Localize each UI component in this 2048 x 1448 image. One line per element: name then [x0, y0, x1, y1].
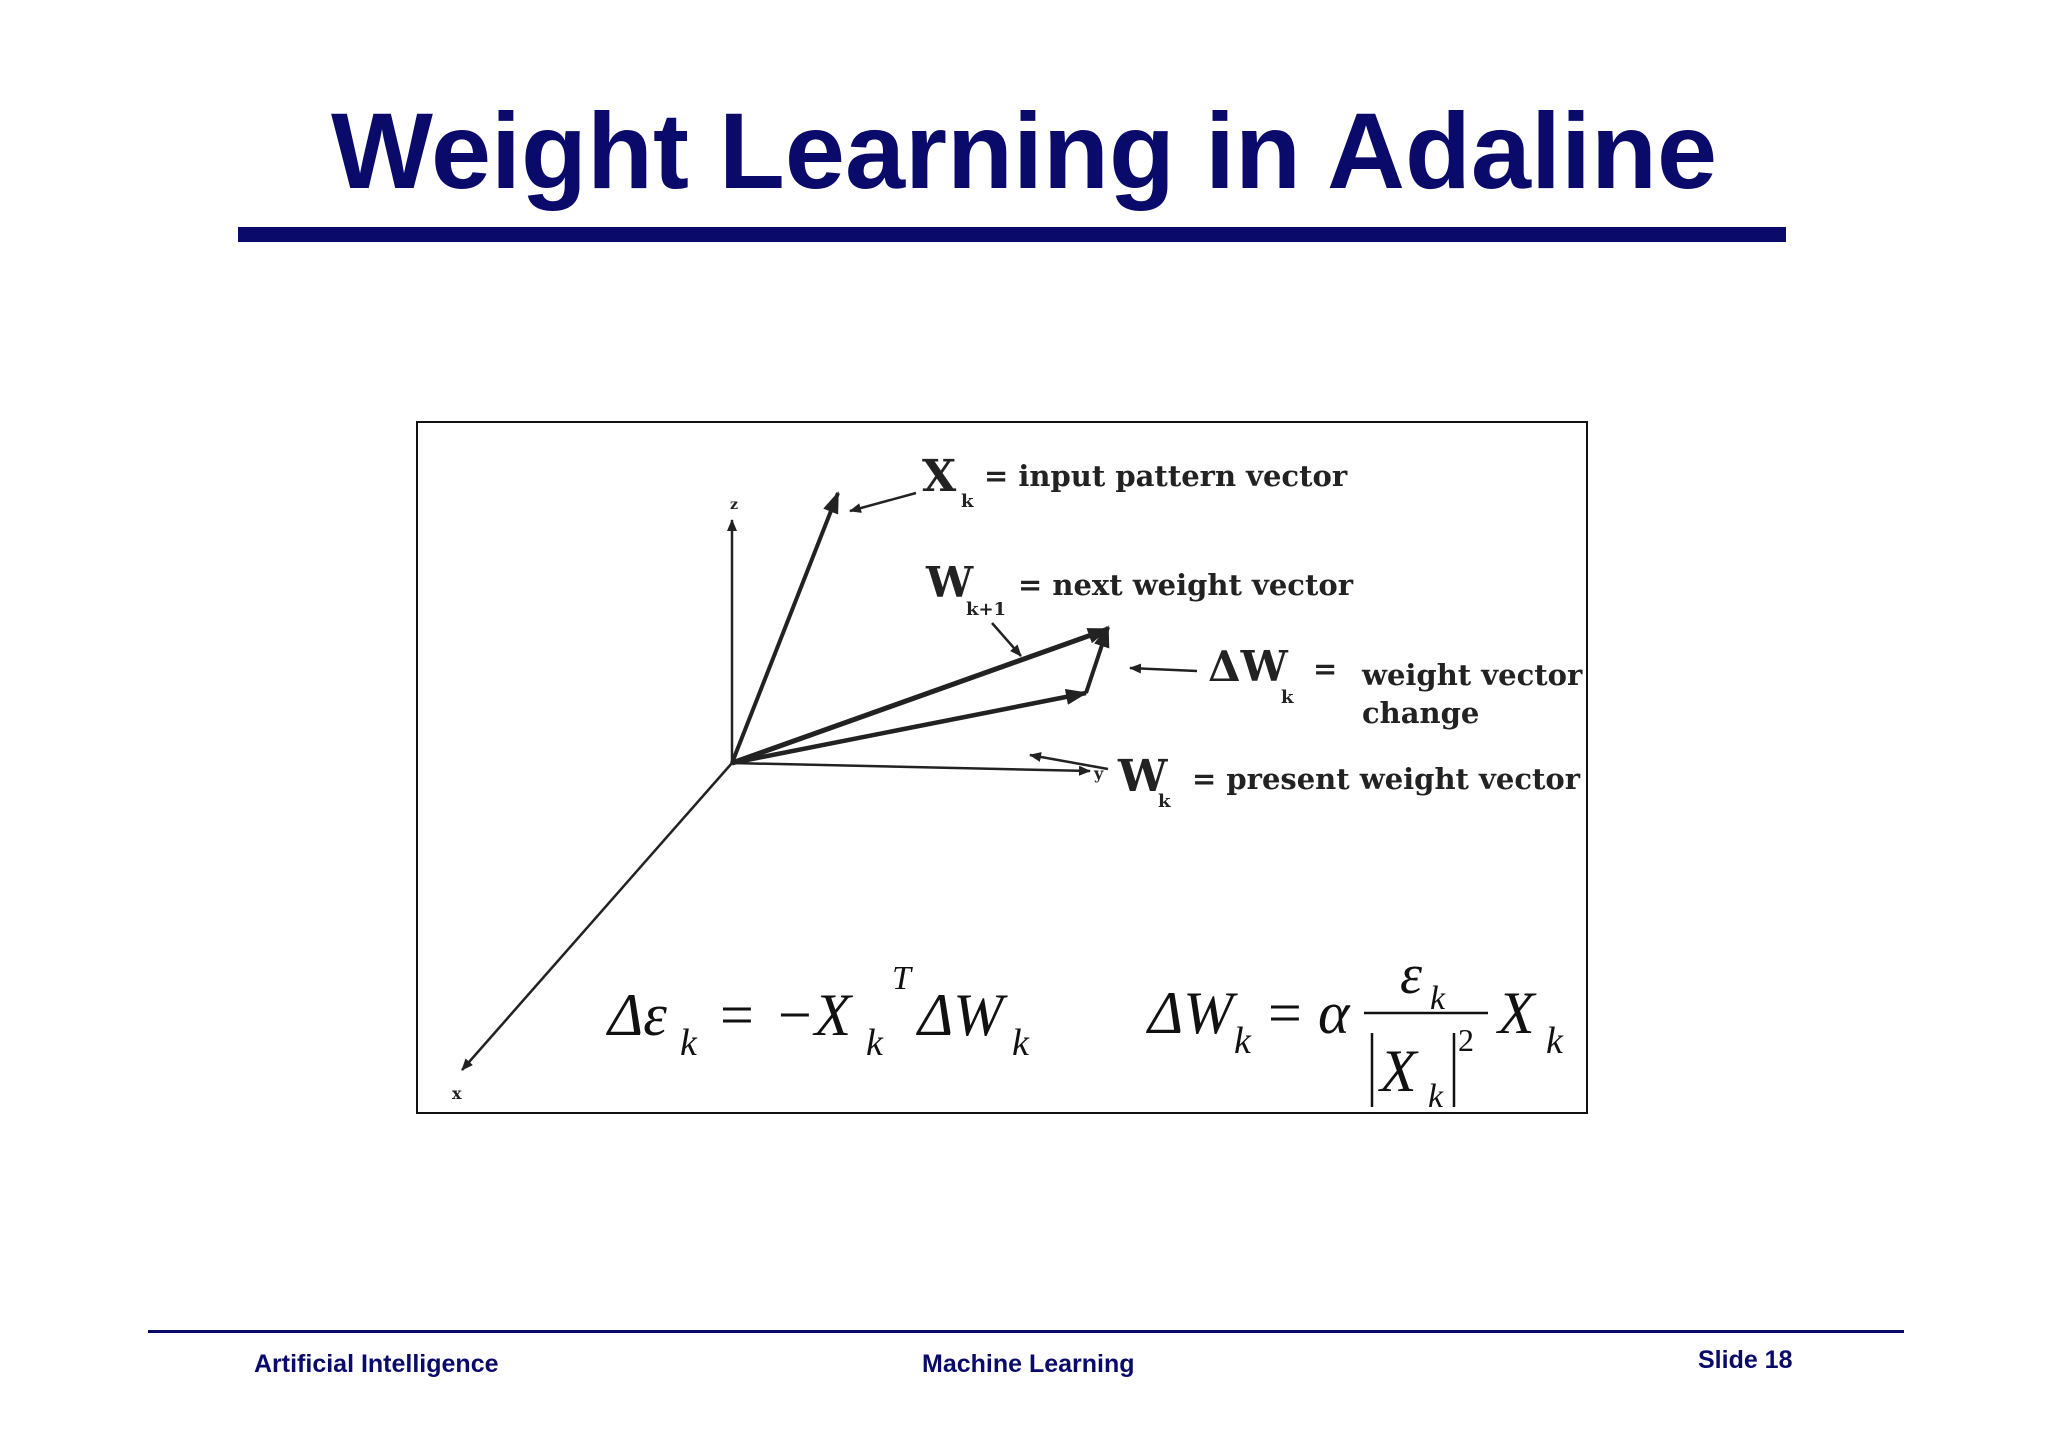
dwk-symbol: ΔW	[1208, 642, 1289, 691]
x-axis	[461, 762, 733, 1071]
eq1-delta-w: ΔW	[916, 982, 1008, 1048]
eq2-x-subscript: k	[1546, 1020, 1564, 1062]
eq1-equals: =	[720, 982, 754, 1048]
eq2-equals: =	[1268, 980, 1302, 1046]
eq1-x-subscript: k	[866, 1022, 884, 1064]
eq2-denominator-subscript: k	[1428, 1078, 1444, 1115]
input-pattern-vector	[730, 491, 840, 764]
eq2-denominator: X	[1378, 1038, 1419, 1104]
eq2-lhs: ΔW	[1146, 980, 1238, 1046]
xk-description: = input pattern vector	[984, 459, 1348, 493]
eq2-lhs-subscript: k	[1234, 1020, 1252, 1062]
dwk-description-line2: change	[1362, 696, 1479, 730]
dwk-equals: =	[1313, 652, 1337, 686]
present-weight-vector	[731, 689, 1088, 766]
eq1-w-subscript: k	[1012, 1022, 1030, 1064]
slide-title: Weight Learning in Adaline	[330, 90, 1718, 211]
eq2-numerator-subscript: k	[1430, 980, 1446, 1017]
wk-symbol: W	[1117, 751, 1168, 802]
eq1-lhs: Δε	[606, 982, 667, 1048]
wk1-symbol: W	[925, 558, 974, 607]
dwk-pointer-arrow	[1129, 663, 1198, 674]
weight-update-equation: ΔW k = α ε k X k 2 X k	[1146, 944, 1564, 1115]
xk-symbol: X	[922, 451, 957, 502]
footer-topic: Machine Learning	[922, 1350, 1135, 1378]
eq2-numerator: ε	[1400, 944, 1423, 1006]
title-underline	[238, 227, 1786, 242]
wk1-pointer-arrow	[991, 622, 1022, 657]
eq1-lhs-subscript: k	[680, 1022, 698, 1064]
diagram-canvas: z y x X k = input pattern vector W k+1 =…	[452, 451, 1583, 1115]
error-change-equation: Δε k = −X k T ΔW k	[606, 960, 1030, 1064]
eq1-x-transpose: T	[892, 960, 913, 997]
y-axis-label: y	[1093, 764, 1104, 783]
eq2-denominator-square: 2	[1458, 1022, 1474, 1058]
dwk-description-line1: weight vector	[1361, 658, 1583, 692]
xk-pointer-arrow	[849, 491, 917, 513]
wk1-subscript: k+1	[966, 599, 1006, 620]
footer-divider	[148, 1330, 1904, 1333]
x-axis-label: x	[452, 1084, 462, 1103]
next-weight-vector	[731, 626, 1110, 766]
adaline-vector-diagram: z y x X k = input pattern vector W k+1 =…	[416, 421, 1588, 1115]
z-axis-label: z	[730, 497, 738, 513]
xk-subscript: k	[961, 491, 974, 512]
eq2-alpha: α	[1318, 980, 1351, 1046]
eq2-x: X	[1496, 980, 1537, 1046]
wk-pointer-arrow	[1029, 752, 1109, 771]
footer-course-name: Artificial Intelligence	[254, 1350, 499, 1378]
dwk-subscript: k	[1281, 687, 1294, 708]
wk1-description: = next weight vector	[1018, 568, 1354, 602]
weight-change-vector	[1084, 625, 1110, 694]
eq1-minus-x: −X	[774, 982, 853, 1048]
wk-subscript: k	[1158, 791, 1171, 812]
y-axis	[731, 761, 1091, 776]
wk-description: = present weight vector	[1192, 762, 1581, 796]
footer-slide-number: Slide 18	[1698, 1346, 1793, 1374]
